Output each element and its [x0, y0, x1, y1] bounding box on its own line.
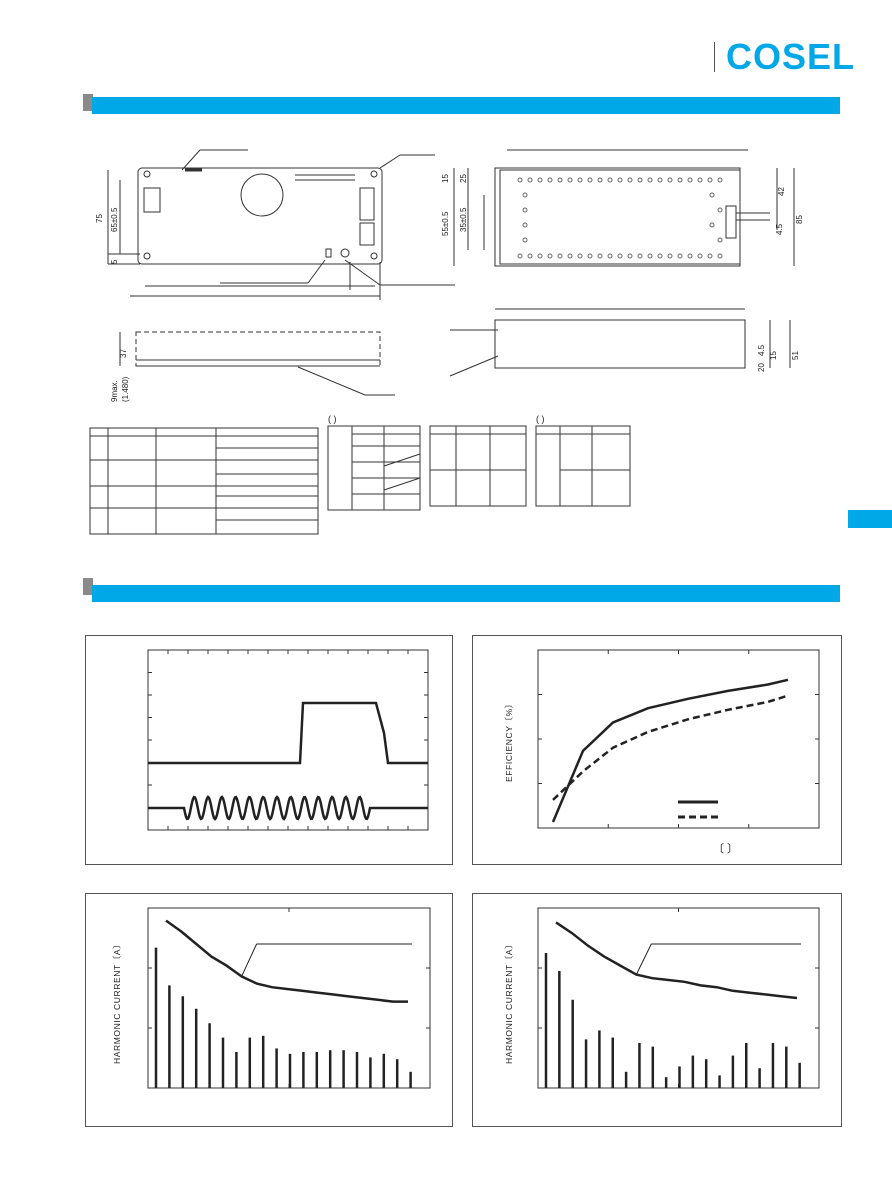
waveform-chart: [147, 649, 429, 831]
pin-table-d: [535, 425, 631, 507]
bracket-b: ( ): [536, 414, 545, 424]
pin-table-main: [89, 427, 319, 535]
logo-divider: [714, 42, 715, 72]
dim-9max: 9max.: [110, 380, 119, 402]
dim-35: 35±0.5: [459, 207, 468, 232]
harmonic-chart-b: [537, 907, 820, 1089]
limit-line: [555, 921, 798, 1000]
series-dashed: [552, 694, 789, 801]
unit-front-view: [135, 331, 381, 367]
unit-side-view: [494, 167, 741, 267]
leader-line: [241, 943, 258, 977]
waveform-chart-frame: [85, 635, 453, 865]
harmonic-b-axis-label: HARMONIC CURRENT〔A〕: [504, 939, 514, 1064]
pin-tables: ( ) ( ): [89, 414, 631, 535]
dim-5: 5: [110, 259, 119, 264]
dim-37: 37: [119, 349, 128, 358]
efficiency-axis-label: EFFICIENCY〔%〕: [504, 699, 514, 782]
harmonic-a-axis-label: HARMONIC CURRENT〔A〕: [112, 939, 122, 1064]
side-index-tab: [848, 510, 892, 528]
bracket-a: ( ): [328, 414, 337, 424]
unit-top-view: [137, 167, 383, 265]
dim-side-20: 20: [757, 363, 766, 372]
unit-end-view: [494, 319, 746, 369]
dim-1480: (1.480): [121, 376, 130, 402]
dim-65: 65±0.5: [110, 207, 119, 232]
pin-table-b: [327, 425, 421, 511]
harmonic-chart-a: [147, 907, 431, 1089]
section-bar-performance: [92, 585, 840, 602]
outline-drawings: 75 65±0.5 5 15 25 55±0.5 35±0.5 42 85 4.…: [95, 149, 804, 402]
series-sine: [148, 795, 428, 821]
dim-15: 15: [441, 174, 450, 183]
dim-75: 75: [95, 214, 104, 223]
series-step: [148, 701, 428, 765]
efficiency-chart: [537, 649, 820, 829]
cosel-logo: COSEL: [726, 36, 856, 77]
leader-line: [635, 943, 652, 975]
dim-42: 42: [777, 187, 786, 196]
section-tab-bottom: [83, 578, 93, 595]
plot-area: [537, 907, 820, 1089]
dim-85: 85: [795, 215, 804, 224]
dim-side-15: 15: [769, 351, 778, 360]
fan-icon: [240, 173, 284, 217]
dim-side-4-5: 4.5: [757, 344, 766, 356]
dim-side-51: 51: [791, 351, 800, 360]
dim-25: 25: [459, 174, 468, 183]
section-bar-outline: [92, 97, 840, 114]
dim-4-5: 4.5: [775, 223, 784, 235]
harmonic-chart-b-frame: HARMONIC CURRENT〔A〕: [472, 893, 842, 1127]
harmonic-chart-a-frame: HARMONIC CURRENT〔A〕: [85, 893, 453, 1127]
section-tab-top: [83, 94, 93, 111]
pin-table-c: [429, 425, 527, 507]
limit-line: [165, 919, 408, 1003]
dim-55: 55±0.5: [441, 211, 450, 236]
series-solid: [551, 678, 789, 823]
efficiency-x-unit: 〔 〕: [713, 843, 739, 855]
efficiency-chart-frame: EFFICIENCY〔%〕 〔 〕: [472, 635, 842, 865]
